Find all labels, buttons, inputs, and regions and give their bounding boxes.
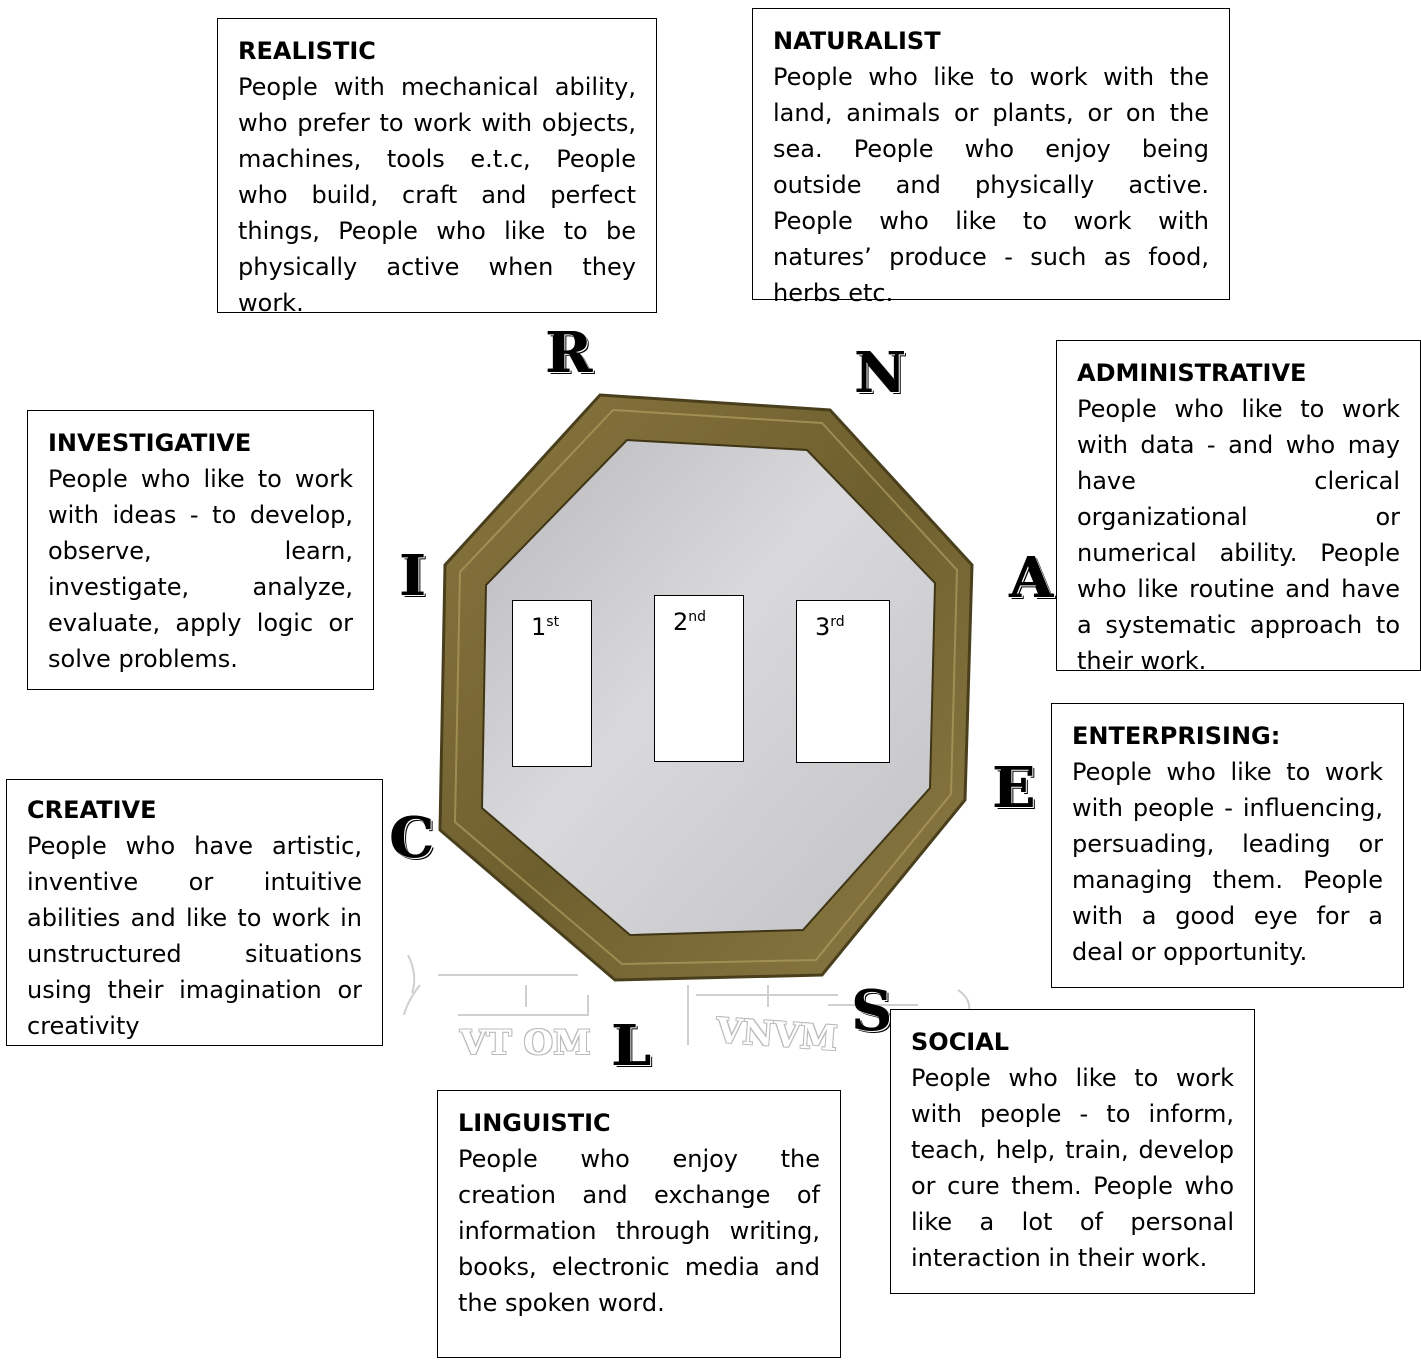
rank-card-2nd[interactable]: 2nd bbox=[654, 595, 744, 762]
box-title: INVESTIGATIVE bbox=[48, 429, 252, 457]
box-description: People who enjoy the creation and exchan… bbox=[458, 1145, 820, 1317]
social-box: SOCIAL People who like to work with peop… bbox=[890, 1009, 1255, 1294]
realistic-box: REALISTIC People with mechanical ability… bbox=[217, 18, 657, 317]
box-title: ENTERPRISING: bbox=[1072, 722, 1281, 750]
letter-r: R bbox=[546, 320, 593, 386]
rank-card-3rd[interactable]: 3rd bbox=[796, 600, 890, 763]
rank-number: 2 bbox=[673, 608, 689, 636]
watermark-left-text: VT OM bbox=[460, 1023, 591, 1063]
letter-e: E bbox=[993, 755, 1036, 821]
box-description: People who like to work with people - to… bbox=[911, 1064, 1234, 1272]
box-description: People who like to work with the land, a… bbox=[773, 63, 1209, 307]
enterprising-box: ENTERPRISING: People who like to work wi… bbox=[1051, 703, 1404, 988]
letter-a: A bbox=[1010, 545, 1054, 611]
rank-number: 1 bbox=[531, 613, 547, 641]
naturalist-box: NATURALIST People who like to work with … bbox=[752, 8, 1230, 307]
letter-s: S bbox=[852, 978, 893, 1044]
octagon-mirror: 1st 2nd 3rd bbox=[430, 390, 975, 985]
rank-number: 3 bbox=[815, 613, 831, 641]
rank-suffix: rd bbox=[830, 614, 845, 630]
letter-c: C bbox=[390, 805, 435, 871]
watermark-right-text: VNVM bbox=[714, 1010, 839, 1060]
box-description: People who like to work with data - and … bbox=[1077, 395, 1400, 675]
watermark: VT OM VNVM bbox=[398, 945, 998, 1075]
letter-l: L bbox=[612, 1013, 652, 1079]
box-title: SOCIAL bbox=[911, 1028, 1010, 1056]
rank-suffix: st bbox=[546, 614, 560, 630]
box-title: LINGUISTIC bbox=[458, 1109, 611, 1137]
box-description: People who have artistic, inventive or i… bbox=[27, 832, 362, 1040]
rank-card-1st[interactable]: 1st bbox=[512, 600, 592, 767]
box-description: People with mechanical ability, who pref… bbox=[238, 73, 636, 317]
box-title: REALISTIC bbox=[238, 37, 376, 65]
creative-box: CREATIVE People who have artistic, inven… bbox=[6, 779, 383, 1046]
box-title: NATURALIST bbox=[773, 27, 941, 55]
box-description: People who like to work with people - in… bbox=[1072, 758, 1383, 966]
rank-suffix: nd bbox=[688, 609, 707, 625]
administrative-box: ADMINISTRATIVE People who like to work w… bbox=[1056, 340, 1421, 675]
letter-i: I bbox=[400, 543, 427, 609]
box-title: CREATIVE bbox=[27, 796, 157, 824]
box-description: People who like to work with ideas - to … bbox=[48, 465, 353, 673]
box-title: ADMINISTRATIVE bbox=[1077, 359, 1307, 387]
letter-n: N bbox=[855, 340, 907, 406]
linguistic-box: LINGUISTIC People who enjoy the creation… bbox=[437, 1090, 841, 1358]
investigative-box: INVESTIGATIVE People who like to work wi… bbox=[27, 410, 374, 690]
watermark-lines bbox=[403, 954, 971, 1045]
